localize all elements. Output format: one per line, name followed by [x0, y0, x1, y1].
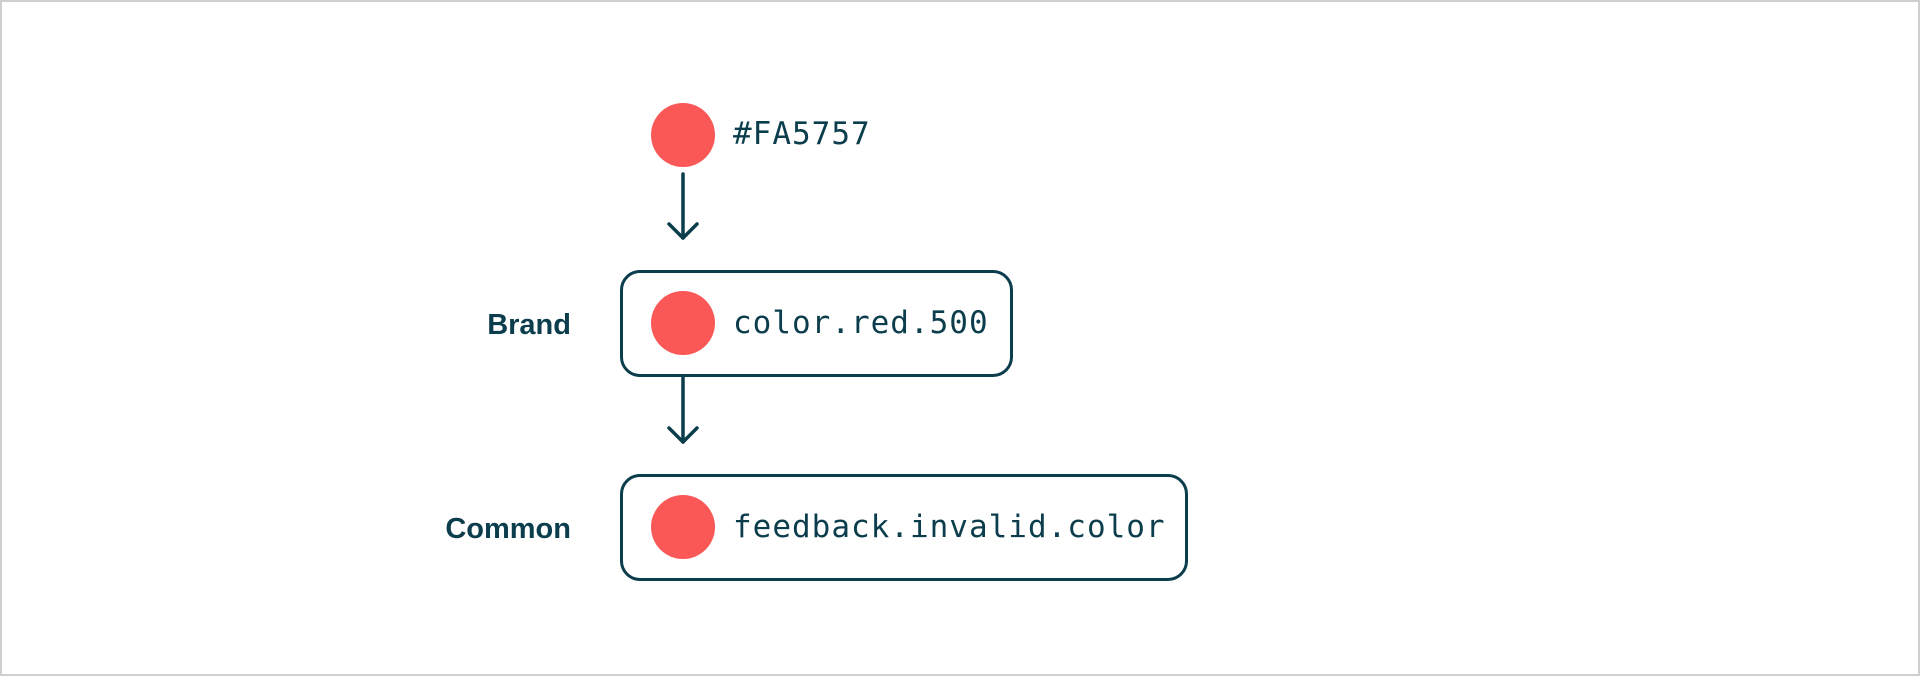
- source-color-swatch: [651, 103, 715, 167]
- common-color-swatch: [651, 495, 715, 559]
- tier-label-common: Common: [445, 513, 571, 545]
- source-hex-value: #FA5757: [733, 116, 871, 152]
- brand-token-name: color.red.500: [733, 305, 989, 341]
- arrow-source-to-brand: [667, 172, 699, 240]
- brand-color-swatch: [651, 291, 715, 355]
- token-box-brand: [620, 270, 1013, 377]
- tier-label-brand: Brand: [487, 309, 571, 341]
- arrow-brand-to-common: [667, 374, 699, 444]
- common-token-name: feedback.invalid.color: [733, 509, 1166, 545]
